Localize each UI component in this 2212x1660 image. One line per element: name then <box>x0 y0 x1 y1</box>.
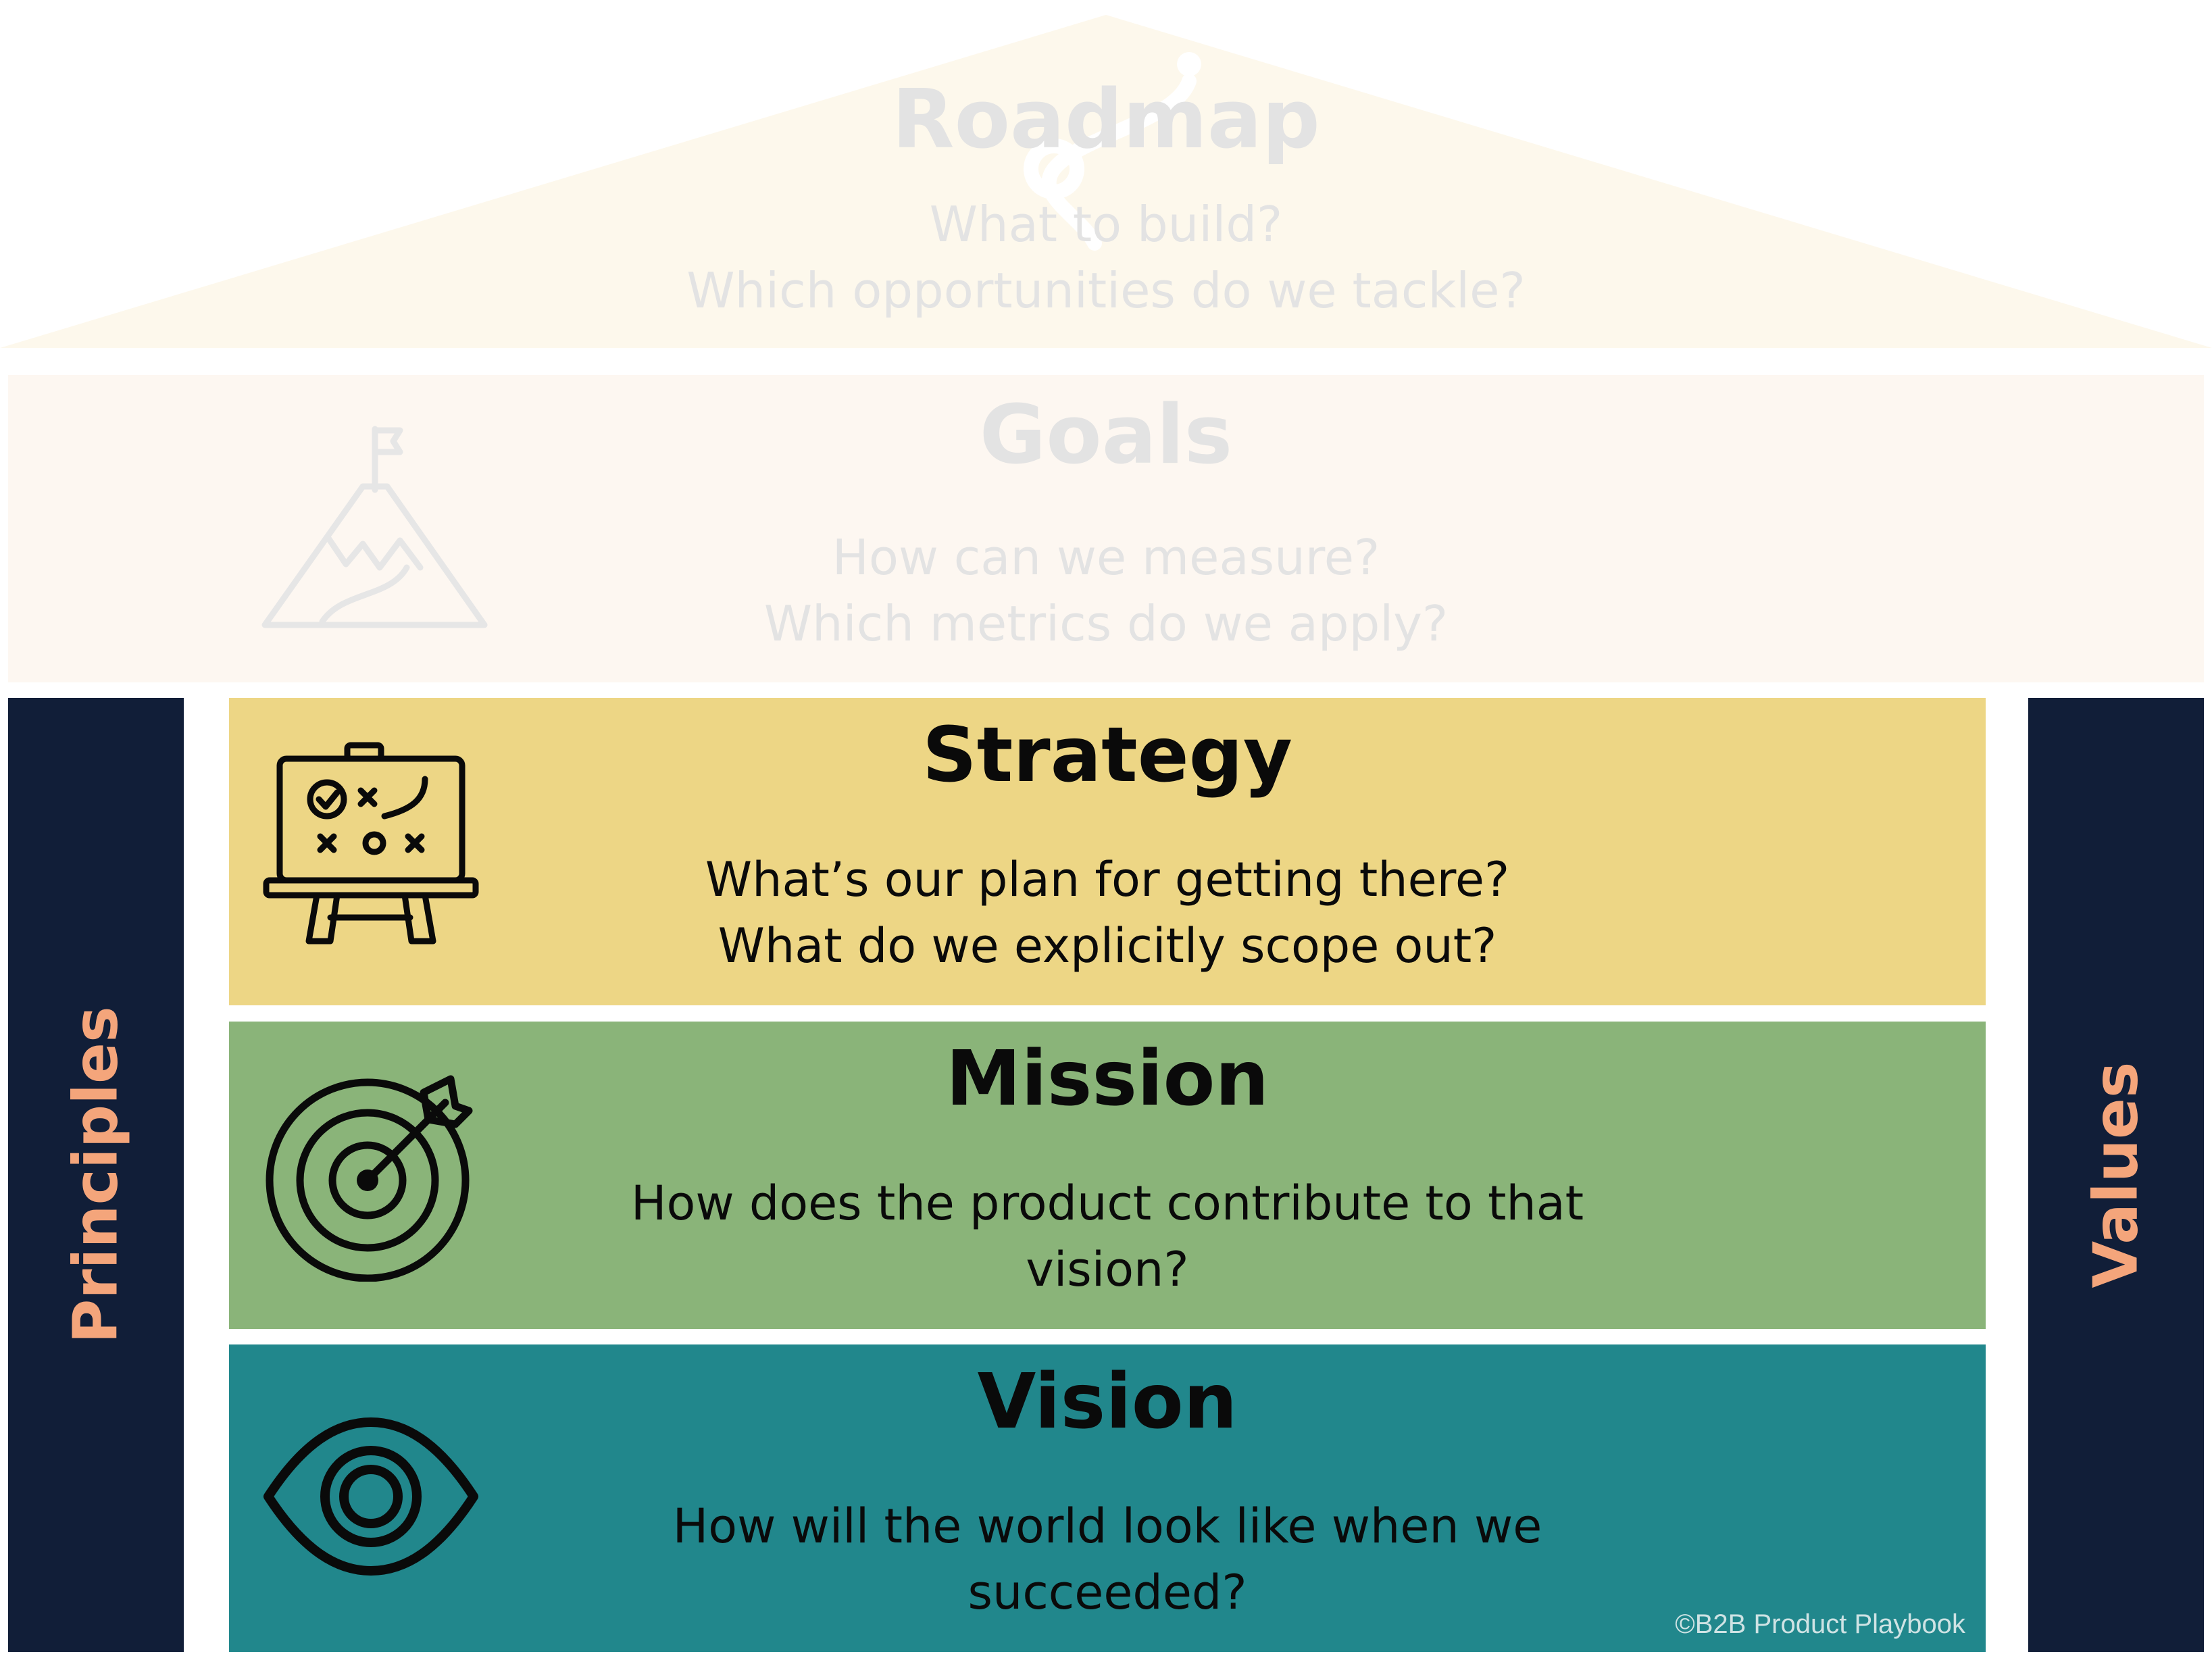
mission-question-1: How does the product contribute to that <box>630 1176 1584 1231</box>
goals-band: Goals How can we measure? Which metrics … <box>8 375 2204 682</box>
roof-title: Roadmap <box>892 73 1320 167</box>
goals-question-2: Which metrics do we apply? <box>763 595 1449 652</box>
strategy-title: Strategy <box>922 711 1292 799</box>
eye-icon <box>263 1417 478 1576</box>
target-icon <box>266 1075 473 1282</box>
mission-band: Mission How does the product contribute … <box>229 1022 1986 1329</box>
vision-question-1: How will the world look like when we <box>672 1499 1542 1554</box>
values-label: Values <box>2080 1061 2152 1288</box>
roadmap-route-icon <box>1024 52 1201 251</box>
values-pillar: Values <box>2028 698 2204 1652</box>
roof-question-1: What to build? <box>929 196 1283 253</box>
roof-question-2: Which opportunities do we tackle? <box>686 262 1526 319</box>
roadmap-roof: Roadmap What to build? Which opportuniti… <box>0 0 2212 351</box>
strategy-board-icon <box>263 742 479 945</box>
copyright-notice: ©B2B Product Playbook <box>1675 1609 1965 1639</box>
strategy-question-2: What do we explicitly scope out? <box>718 918 1497 974</box>
strategy-question-1: What’s our plan for getting there? <box>705 852 1510 907</box>
mountain-flag-icon <box>261 426 488 628</box>
mission-title: Mission <box>945 1035 1270 1123</box>
mission-question-2: vision? <box>1026 1242 1189 1297</box>
goals-question-1: How can we measure? <box>832 529 1380 586</box>
vision-question-2: succeeded? <box>967 1565 1247 1620</box>
roof-shape <box>0 15 2212 348</box>
strategy-band: Strategy What’s our plan for getting the… <box>229 698 1986 1005</box>
principles-pillar: Principles <box>8 698 184 1652</box>
vision-title: Vision <box>977 1358 1238 1446</box>
vision-band: Vision How will the world look like when… <box>229 1344 1986 1652</box>
principles-label: Principles <box>60 1006 132 1344</box>
goals-title: Goals <box>979 388 1233 482</box>
